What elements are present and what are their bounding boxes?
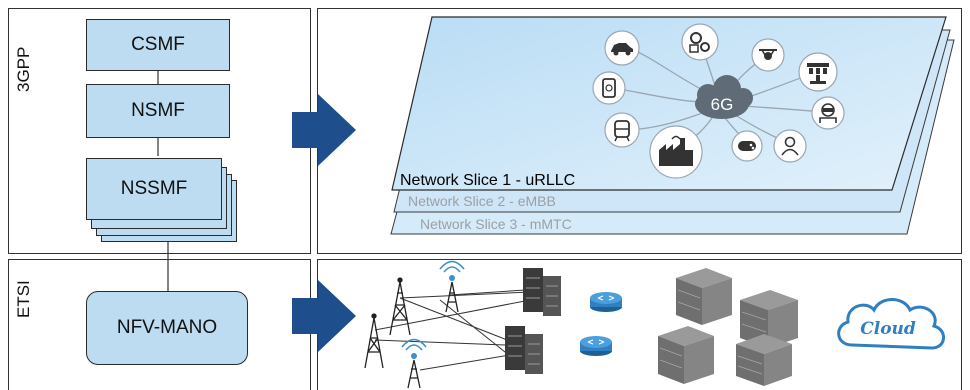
6g-label: 6G bbox=[711, 95, 734, 114]
tablet-icon bbox=[592, 71, 626, 105]
datacenter-block-4 bbox=[736, 334, 792, 386]
nssmf-box: NSSMF bbox=[86, 158, 222, 220]
csmf-box: CSMF bbox=[86, 19, 230, 71]
robot-arm-icon bbox=[798, 52, 838, 92]
antenna-icon-2 bbox=[401, 338, 427, 389]
person-icon bbox=[773, 129, 807, 163]
vr-headset-icon bbox=[811, 96, 845, 130]
datacenter-block-1 bbox=[676, 268, 732, 325]
router-icon-1 bbox=[590, 292, 622, 312]
datacenter-lines bbox=[659, 289, 767, 375]
tram-icon bbox=[604, 112, 640, 148]
6g-cloud-icon bbox=[695, 75, 753, 119]
server-rack-icon-1 bbox=[523, 268, 561, 316]
tower-icon-1 bbox=[389, 277, 411, 336]
cloud-icon bbox=[837, 298, 945, 350]
factory-icon bbox=[649, 125, 703, 179]
arrow-bottom bbox=[292, 280, 356, 352]
arrow-top bbox=[292, 94, 356, 166]
infra-links bbox=[374, 289, 531, 371]
gamepad-icon bbox=[731, 130, 763, 162]
slice-1-label: Network Slice 1 - uRLLC bbox=[400, 172, 575, 189]
car-icon bbox=[604, 30, 640, 66]
antenna-icon-1 bbox=[439, 260, 465, 313]
drone-icon bbox=[751, 38, 785, 72]
slice-2-label: Network Slice 2 - eMBB bbox=[408, 193, 556, 209]
datacenter-block-3 bbox=[658, 326, 714, 384]
tower-icon-2 bbox=[364, 313, 384, 369]
nfv-mano-box: NFV-MANO bbox=[86, 291, 248, 365]
nsmf-box: NSMF bbox=[86, 84, 230, 138]
cloud-label: Cloud bbox=[860, 319, 916, 339]
gear-chip-icon bbox=[681, 23, 719, 61]
server-rack-icon-2 bbox=[505, 326, 543, 374]
datacenter-block-2 bbox=[740, 290, 798, 348]
slice-3-label: Network Slice 3 - mMTC bbox=[420, 216, 572, 232]
router-icon-2 bbox=[580, 336, 612, 356]
